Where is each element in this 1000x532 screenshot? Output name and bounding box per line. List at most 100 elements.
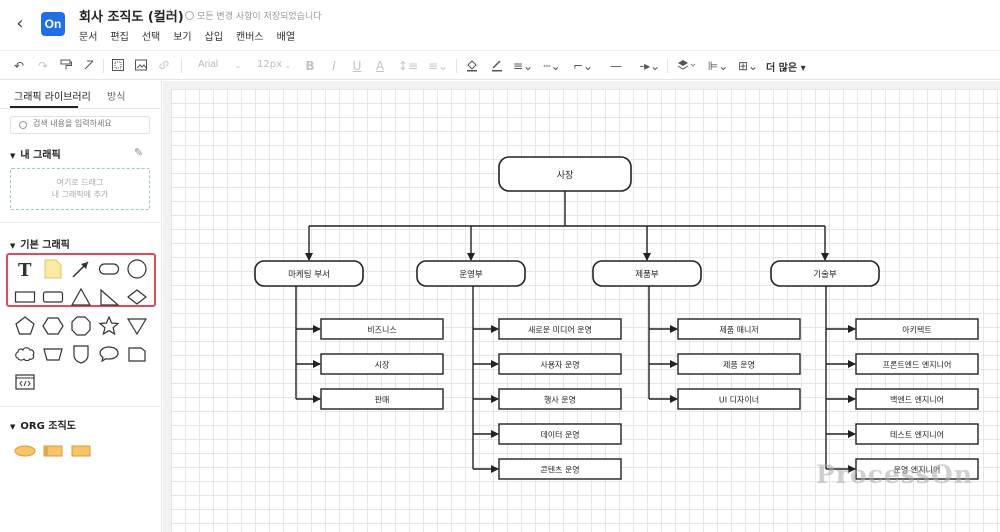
- italic-icon[interactable]: I: [332, 59, 336, 73]
- org-node-team[interactable]: 콘텐츠 운영: [498, 458, 622, 480]
- tab-graphic-library[interactable]: 그래픽 라이브러리: [14, 92, 91, 103]
- arrow-shape-icon[interactable]: [70, 258, 92, 280]
- org-node-team[interactable]: 새로운 미디어 운영: [498, 318, 622, 340]
- org-node-team[interactable]: 판매: [320, 388, 444, 410]
- arrow-start-icon[interactable]: —⌄: [610, 59, 622, 89]
- menu-item-file[interactable]: 문서: [79, 32, 98, 43]
- org-node-team[interactable]: 제품 매니저: [677, 318, 801, 340]
- hexagon-shape-icon[interactable]: [42, 315, 64, 337]
- section-my-graphics[interactable]: ▼내 그래픽: [10, 150, 61, 161]
- org-node-department[interactable]: 제품부: [592, 260, 702, 287]
- line-color-icon[interactable]: [489, 58, 505, 74]
- org-card-shape-icon[interactable]: [42, 440, 64, 462]
- clear-format-icon[interactable]: [81, 58, 97, 74]
- search-input[interactable]: [33, 119, 143, 128]
- grid-pattern-icon[interactable]: [110, 58, 126, 74]
- menu-item-canvas[interactable]: 캔버스: [236, 32, 264, 43]
- speech-bubble-shape-icon[interactable]: [98, 343, 120, 365]
- right-triangle-shape-icon[interactable]: [98, 286, 120, 308]
- document-title[interactable]: 회사 조직도 (컬러): [79, 10, 184, 25]
- table-icon[interactable]: ⊞⌄: [737, 59, 759, 73]
- org-node-department[interactable]: 기술부: [770, 260, 880, 287]
- cloud-shape-icon[interactable]: [14, 343, 36, 365]
- chevron-down-icon[interactable]: ⌄: [234, 61, 242, 70]
- align-icon[interactable]: ≡⌄: [428, 59, 449, 73]
- org-node-department[interactable]: 운영부: [416, 260, 526, 287]
- org-node-team[interactable]: 운영 엔지니어: [855, 458, 979, 480]
- redo-icon[interactable]: ↷: [37, 59, 49, 73]
- note-shape-icon[interactable]: [42, 258, 64, 280]
- text-shape-icon[interactable]: T: [14, 258, 36, 280]
- fill-color-icon[interactable]: [464, 58, 480, 74]
- connector-style-icon[interactable]: ⌐⌄: [572, 59, 594, 73]
- underline-icon[interactable]: U: [352, 59, 362, 73]
- org-ellipse-shape-icon[interactable]: [14, 440, 36, 462]
- menu-item-edit[interactable]: 편집: [110, 32, 129, 43]
- watermark: ProcessOn: [816, 460, 973, 489]
- circle-shape-icon[interactable]: [126, 258, 148, 280]
- rectangle-shape-icon[interactable]: [14, 286, 36, 308]
- org-box-shape-icon[interactable]: [70, 440, 92, 462]
- org-node-team[interactable]: 비즈니스: [320, 318, 444, 340]
- trapezoid-shape-icon[interactable]: [42, 343, 64, 365]
- search-box[interactable]: [10, 116, 150, 134]
- more-button[interactable]: 더 많은 ▾: [766, 63, 806, 74]
- svg-text:행사 운영: 행사 운영: [544, 395, 576, 405]
- edit-icon[interactable]: ✎: [134, 146, 144, 159]
- align-objects-icon[interactable]: ⊫⌄: [707, 59, 729, 73]
- undo-icon[interactable]: ↶: [13, 59, 25, 73]
- link-icon[interactable]: [156, 58, 172, 74]
- selection-highlight: [6, 253, 156, 307]
- pentagon-shape-icon[interactable]: [14, 315, 36, 337]
- chevron-left-icon[interactable]: ‹: [16, 13, 24, 34]
- triangle-shape-icon[interactable]: [70, 286, 92, 308]
- org-node-team[interactable]: 테스트 엔지니어: [855, 423, 979, 445]
- line-style-icon[interactable]: ≡⌄: [512, 59, 534, 73]
- org-node-team[interactable]: 제품 운영: [677, 353, 801, 375]
- rounded-square-shape-icon[interactable]: [42, 286, 64, 308]
- octagon-shape-icon[interactable]: [70, 315, 92, 337]
- line-dash-icon[interactable]: ┄⌄: [543, 59, 561, 73]
- menu-item-select[interactable]: 선택: [141, 32, 161, 43]
- font-size-select[interactable]: 12px: [257, 59, 282, 70]
- star-icon[interactable]: ☆: [165, 6, 176, 20]
- font-family-select[interactable]: Arial: [198, 59, 219, 70]
- section-org-chart[interactable]: ▼ORG 조직도: [10, 421, 76, 432]
- section-basic-graphics[interactable]: ▼기본 그래픽: [10, 240, 70, 251]
- org-node-team[interactable]: 아키텍트: [855, 318, 979, 340]
- menu-item-arrange[interactable]: 배열: [276, 32, 296, 43]
- tab-shape-icon[interactable]: [126, 343, 148, 365]
- format-painter-icon[interactable]: [58, 58, 74, 74]
- tab-style[interactable]: 방식: [107, 92, 126, 103]
- drop-zone[interactable]: 여기로 드래그 내 그래픽에 추가: [10, 168, 150, 210]
- diamond-shape-icon[interactable]: [126, 286, 148, 308]
- org-node-team[interactable]: 프론트엔드 엔지니어: [855, 353, 979, 375]
- caret-down-icon: ▼: [10, 152, 16, 160]
- shield-shape-icon[interactable]: [70, 343, 92, 365]
- inverted-triangle-shape-icon[interactable]: [126, 315, 148, 337]
- menu-item-view[interactable]: 보기: [173, 32, 192, 43]
- image-icon[interactable]: [133, 58, 149, 74]
- arrow-end-icon[interactable]: -▸⌄: [639, 59, 661, 73]
- app-logo[interactable]: On: [41, 12, 65, 36]
- line-height-icon[interactable]: ↕≡: [397, 59, 419, 73]
- org-node-team[interactable]: 시장: [320, 353, 444, 375]
- org-node-team[interactable]: 백엔드 엔지니어: [855, 388, 979, 410]
- menu-item-insert[interactable]: 삽입: [204, 32, 224, 43]
- org-node-team[interactable]: 사용자 운영: [498, 353, 622, 375]
- org-node-team[interactable]: UI 디자이너: [677, 388, 801, 410]
- code-block-shape-icon[interactable]: [14, 371, 36, 393]
- font-color-icon[interactable]: A: [375, 59, 385, 73]
- layers-icon[interactable]: [674, 58, 698, 74]
- rounded-rect-shape-icon[interactable]: [98, 258, 120, 280]
- org-node-team[interactable]: 행사 운영: [498, 388, 622, 410]
- org-node-department[interactable]: 마케팅 부서: [254, 260, 364, 287]
- chevron-down-icon[interactable]: ⌄: [284, 61, 292, 70]
- bold-icon[interactable]: B: [305, 59, 315, 73]
- org-node-root[interactable]: 사장: [498, 156, 632, 192]
- org-node-team[interactable]: 데이터 운영: [498, 423, 622, 445]
- star-shape-icon[interactable]: [98, 315, 120, 337]
